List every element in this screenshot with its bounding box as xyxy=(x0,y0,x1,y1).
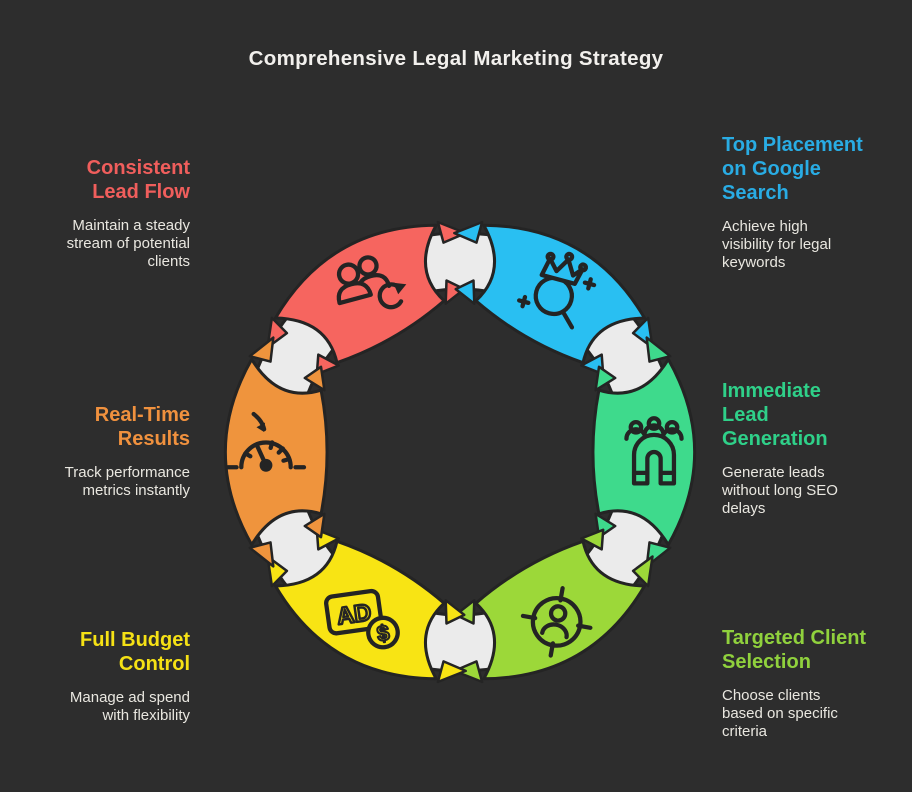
segment-real-time-results xyxy=(223,336,329,568)
page-title: Comprehensive Legal Marketing Strategy xyxy=(248,47,664,70)
item-body: Maintain a steady stream of potential cl… xyxy=(66,217,190,270)
ribbon-top-placement-google-search xyxy=(474,223,646,365)
magnet-people-icon xyxy=(624,416,684,486)
label-consistent-lead-flow: Consistent Lead Flow Maintain a steady s… xyxy=(28,156,190,271)
gauge-icon xyxy=(225,411,307,472)
label-immediate-lead-generation: Immediate Lead Generation Generate leads… xyxy=(722,379,907,518)
label-real-time-results: Real-Time Results Track performance metr… xyxy=(28,403,190,500)
svg-text:$: $ xyxy=(375,620,391,646)
target-person-icon xyxy=(520,586,593,658)
ribbon-real-time-results xyxy=(223,357,329,547)
item-body: Choose clients based on specific criteri… xyxy=(722,687,838,740)
item-heading: Full Budget Control xyxy=(80,629,190,675)
ribbon-full-budget-control xyxy=(274,539,446,681)
label-top-placement: Top Placement on Google Search Achieve h… xyxy=(722,133,907,272)
label-full-budget-control: Full Budget Control Manage ad spend with… xyxy=(28,628,190,725)
crown-search-icon xyxy=(517,251,597,330)
item-heading: Immediate Lead Generation xyxy=(722,380,828,450)
item-body: Generate leads without long SEO delays xyxy=(722,464,838,517)
item-heading: Targeted Client Selection xyxy=(722,627,867,673)
segment-full-budget-control: AD $ xyxy=(266,528,467,684)
svg-text:AD: AD xyxy=(335,599,373,631)
people-refresh-icon xyxy=(336,255,407,310)
segment-targeted-client-selection xyxy=(453,528,654,684)
ribbon-targeted-client-selection xyxy=(474,539,646,681)
item-heading: Real-Time Results xyxy=(94,404,190,450)
segment-immediate-lead-generation xyxy=(591,336,697,568)
item-heading: Consistent Lead Flow xyxy=(86,157,190,203)
item-body: Manage ad spend with flexibility xyxy=(69,689,190,724)
label-targeted-client-selection: Targeted Client Selection Choose clients… xyxy=(722,626,907,741)
item-heading: Top Placement on Google Search xyxy=(722,134,863,204)
item-body: Track performance metrics instantly xyxy=(64,464,190,499)
ad-dollar-icon: AD $ xyxy=(324,588,400,650)
item-body: Achieve high visibility for legal keywor… xyxy=(722,218,832,271)
